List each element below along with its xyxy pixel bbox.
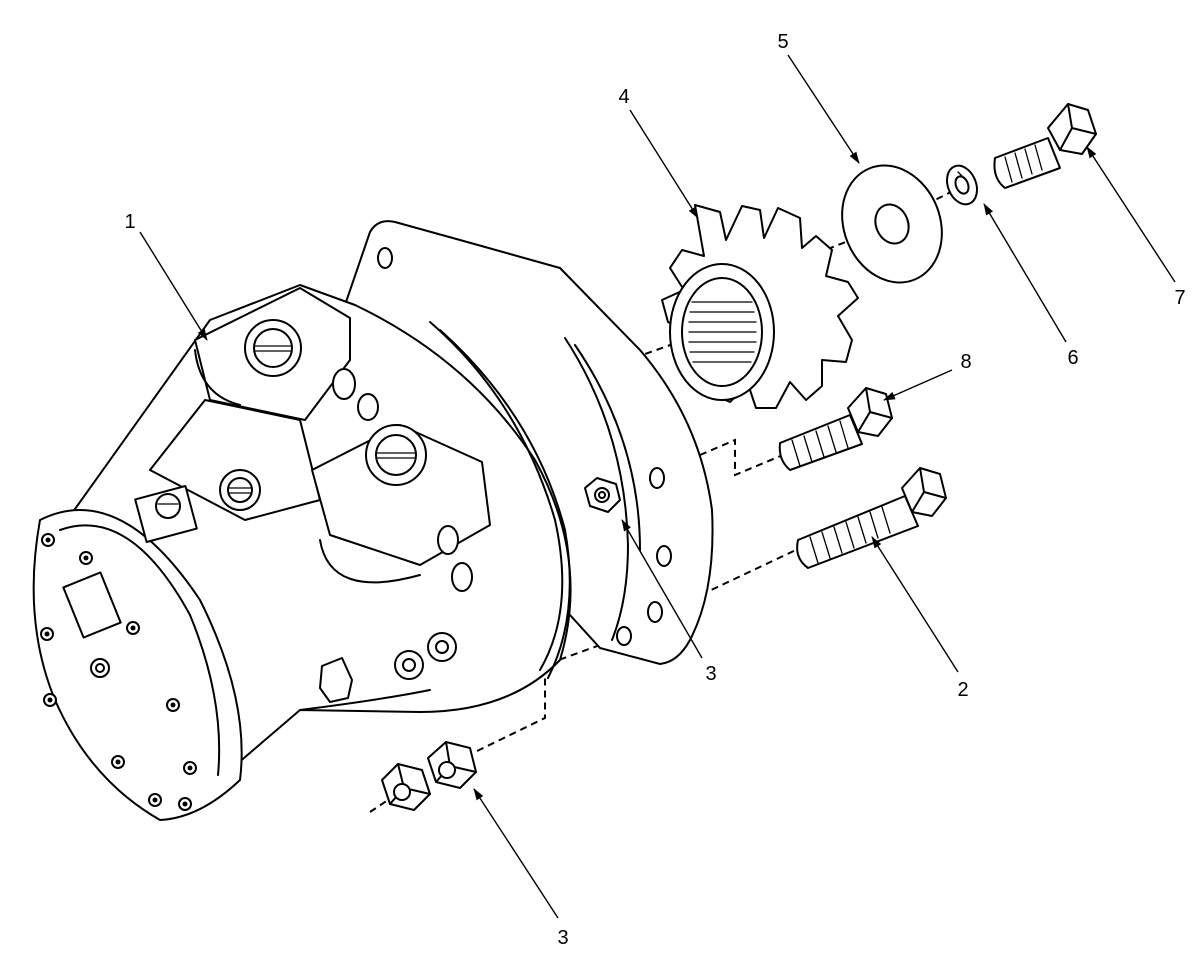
leader-3b (473, 788, 559, 919)
loose-nuts (381, 741, 477, 811)
nut-on-flange (584, 477, 621, 513)
callout-5: 5 (777, 31, 788, 53)
leader-2 (871, 536, 959, 673)
callout-2: 2 (957, 679, 968, 701)
callout-6: 6 (1067, 347, 1078, 369)
leader-7 (1086, 146, 1176, 283)
leader-4 (629, 109, 699, 219)
retaining-bolt (993, 103, 1097, 189)
sprocket (661, 204, 859, 409)
lock-washer (946, 164, 978, 206)
callout-3-flange: 3 (705, 663, 716, 685)
leader-1 (139, 231, 208, 341)
leader-8 (883, 369, 953, 401)
callout-7: 7 (1174, 287, 1185, 309)
leader-3a (621, 519, 703, 659)
long-bolt (796, 467, 947, 569)
callout-8: 8 (960, 351, 971, 373)
callout-labels: 1 2 3 3 4 5 6 7 8 (124, 31, 1185, 949)
callout-3-loose: 3 (557, 927, 568, 949)
leader-6 (983, 203, 1067, 343)
short-bolt (778, 387, 893, 471)
leader-5 (787, 54, 860, 164)
callout-leaders (139, 54, 1176, 919)
motor-housing (32, 220, 714, 821)
callout-4: 4 (618, 86, 629, 108)
callout-1: 1 (124, 211, 135, 233)
washer (841, 164, 943, 284)
